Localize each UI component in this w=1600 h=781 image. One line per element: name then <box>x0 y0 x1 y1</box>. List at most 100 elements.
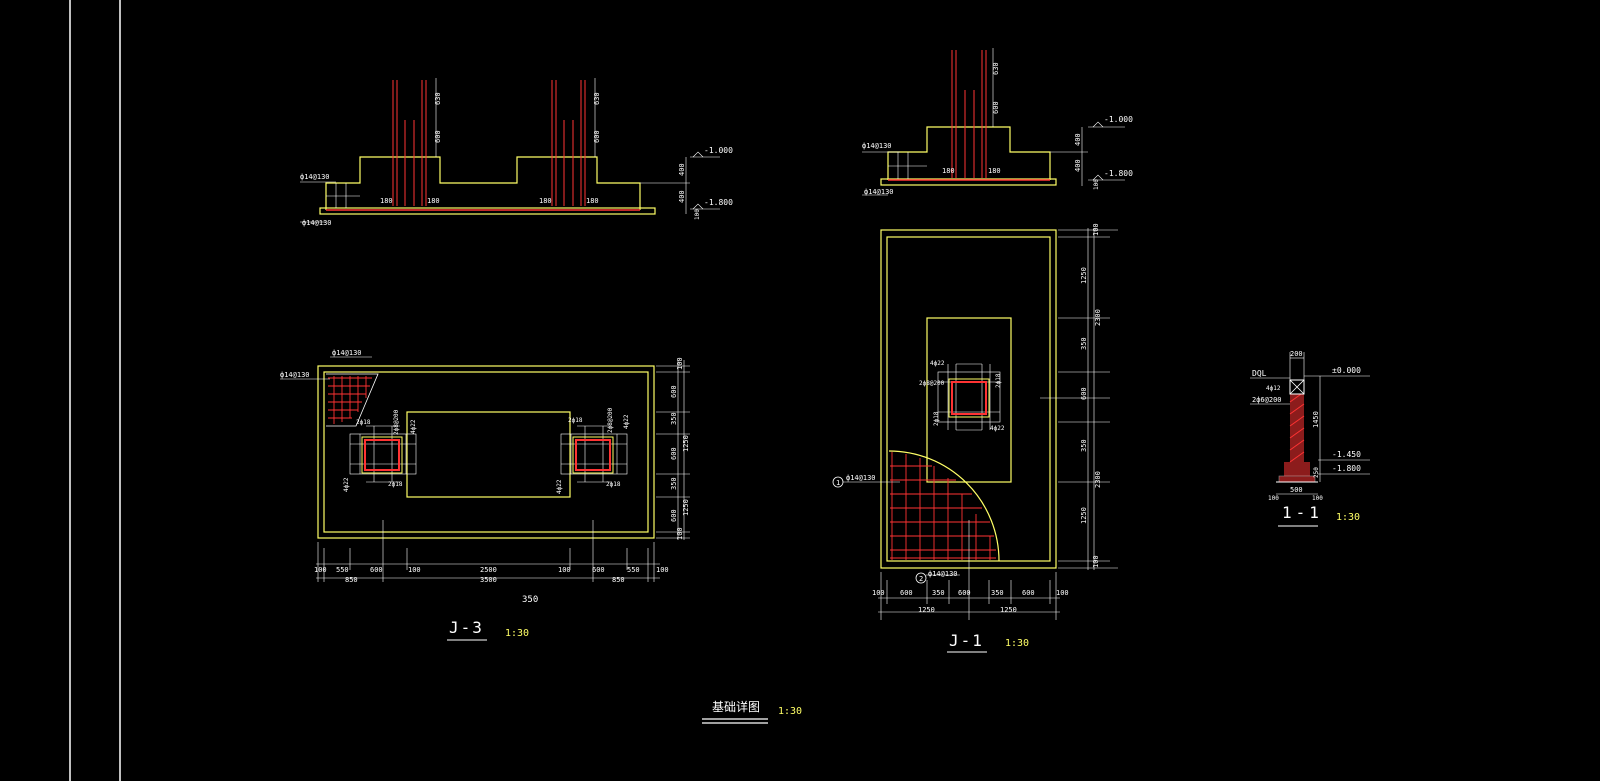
j3-c1-right: 2ф8@200 <box>393 409 400 435</box>
j3-c1-left: 4ф22 <box>343 477 350 492</box>
drawing-title: 基础详图 <box>712 699 760 714</box>
j3-bottom-dim: 100 <box>558 566 571 574</box>
s11-labels: 200 DQL 4ф12 2ф6@200 ±0.000 1450 -1.450 … <box>1252 350 1361 527</box>
drawing-title-block: 基础详图 1:30 <box>702 699 802 724</box>
j3-plan-labels: ф14@130 ф14@130 2ф18 2ф8@200 4ф22 4ф22 2… <box>280 349 690 641</box>
j1-section-labels: ф14@130 ф14@130 630 600 180 180 400 400 … <box>862 62 1133 196</box>
j1-plan-labels: 4ф22 2ф8@200 2ф18 2ф18 4ф22 ф14@130 ф14@… <box>836 223 1102 653</box>
j3-extra-dim: 350 <box>522 595 538 605</box>
j1-bottom-dims: 100 600 350 600 350 600 100 1250 1250 <box>872 589 1069 614</box>
j1-right-total: 2300 <box>1094 309 1102 326</box>
s11-elev0: ±0.000 <box>1332 366 1361 375</box>
j3-sec-h630b: 630 <box>593 92 601 105</box>
j1-sec-c1: 180 <box>942 167 955 175</box>
j3-c2-top: 2ф18 <box>568 417 583 424</box>
j3-sec-elev1: -1.000 <box>704 146 733 155</box>
j1-sec-elev1: -1.000 <box>1104 115 1133 124</box>
j3-sec-elev2: -1.800 <box>704 198 733 207</box>
j1-sec-h600: 600 <box>992 101 1000 114</box>
j3-right-dim: 1250 <box>682 499 690 516</box>
j3-plan <box>280 356 690 582</box>
j3-c1-bot: 2ф18 <box>388 481 403 488</box>
j3-sec-c4: 180 <box>586 197 599 205</box>
j1-sec-rebar-bot: ф14@130 <box>864 188 894 196</box>
s11-h250: 250 <box>1313 467 1320 478</box>
j1-bottom-dim: 600 <box>1022 589 1035 597</box>
j1-c-left2: 2ф18 <box>933 411 940 426</box>
j3-section <box>300 78 720 223</box>
j3-sec-h600b: 600 <box>593 130 601 143</box>
j1-bottom-dim: 100 <box>872 589 885 597</box>
j3-bottom-dim: 100 <box>408 566 421 574</box>
s11-r2: 2ф6@200 <box>1252 396 1282 404</box>
j1-bottom-total: 1250 <box>918 606 935 614</box>
j1-bottom-dim: 100 <box>1056 589 1069 597</box>
j3-c2-right: 2ф8@200 <box>607 407 614 433</box>
j1-right-dim: 100 <box>1092 223 1100 236</box>
j3-bottom-dim: 550 <box>627 566 640 574</box>
j3-right-dim: 100 <box>676 527 684 540</box>
j3-mid-right: 4ф22 <box>556 479 563 494</box>
j3-bottom-total: 850 <box>345 576 358 584</box>
j1-bottom-dim: 350 <box>991 589 1004 597</box>
j3-sec-c1: 180 <box>380 197 393 205</box>
j3-right-dim: 600 <box>670 509 678 522</box>
j1-plan-rebar-1: ф14@130 <box>846 474 876 482</box>
j1-sec-r400b: 400 <box>1074 159 1082 172</box>
j3-right-dim: 350 <box>670 477 678 490</box>
j1-sec-c2: 180 <box>988 167 1001 175</box>
j1-scale: 1:30 <box>1005 638 1029 649</box>
s11-w500: 500 <box>1290 486 1303 494</box>
s11-r1: 4ф12 <box>1266 385 1281 392</box>
j1-plan-rebar-2: ф14@130 <box>928 570 958 578</box>
s11-elev1: -1.450 <box>1332 450 1361 459</box>
j3-sec-rebar-bot: ф14@130 <box>302 219 332 227</box>
j3-bottom-total: 850 <box>612 576 625 584</box>
drawing-title-scale: 1:30 <box>778 706 802 717</box>
j3-c1-top: 2ф18 <box>356 419 371 426</box>
j1-right-dim: 350 <box>1080 337 1088 350</box>
j3-sec-r100: 100 <box>694 209 701 220</box>
j1-section <box>862 48 1125 196</box>
j3-bottom-dim: 2500 <box>480 566 497 574</box>
j1-bottom-dim: 350 <box>932 589 945 597</box>
j3-sec-c3: 180 <box>539 197 552 205</box>
j3-bottom-dim: 550 <box>336 566 349 574</box>
j1-mark-1: 1 <box>836 479 840 487</box>
s11-scale: 1:30 <box>1336 512 1360 523</box>
j3-plan-rebar-a: ф14@130 <box>332 349 362 357</box>
s11-w200: 200 <box>1290 350 1303 358</box>
s11-w100a: 100 <box>1268 495 1279 502</box>
j3-section-labels: ф14@130 ф14@130 630 600 630 600 180 180 … <box>300 92 733 227</box>
j1-bottom-dim: 600 <box>958 589 971 597</box>
j3-scale: 1:30 <box>505 628 529 639</box>
j3-right-dim: 600 <box>670 447 678 460</box>
j1-c-right: 2ф18 <box>995 373 1002 388</box>
j1-c-left: 2ф8@200 <box>919 380 945 387</box>
j3-label: J-3 <box>449 618 484 637</box>
j1-sec-r100: 100 <box>1093 179 1100 190</box>
j1-right-dim: 100 <box>1092 555 1100 568</box>
j3-sec-rebar-top: ф14@130 <box>300 173 330 181</box>
j1-bottom-dim: 600 <box>900 589 913 597</box>
j3-bottom-dim: 100 <box>314 566 327 574</box>
j1-right-dim: 1250 <box>1080 507 1088 524</box>
j1-sec-h630: 630 <box>992 62 1000 75</box>
s11-w100b: 100 <box>1312 495 1323 502</box>
s11-section <box>1250 352 1370 495</box>
j3-plan-rebar-b: ф14@130 <box>280 371 310 379</box>
j3-c2-bot: 2ф18 <box>606 481 621 488</box>
j1-right-dim: 600 <box>1080 387 1088 400</box>
j3-right-dim: 1250 <box>682 435 690 452</box>
s11-dql: DQL <box>1252 369 1267 378</box>
j1-sec-rebar-top: ф14@130 <box>862 142 892 150</box>
j3-bottom-dim: 600 <box>592 566 605 574</box>
s11-elev2: -1.800 <box>1332 464 1361 473</box>
j1-bottom-total: 1250 <box>1000 606 1017 614</box>
j1-sec-elev2: -1.800 <box>1104 169 1133 178</box>
j1-right-dim: 1250 <box>1080 267 1088 284</box>
j3-sec-r400: 400 <box>678 163 686 176</box>
